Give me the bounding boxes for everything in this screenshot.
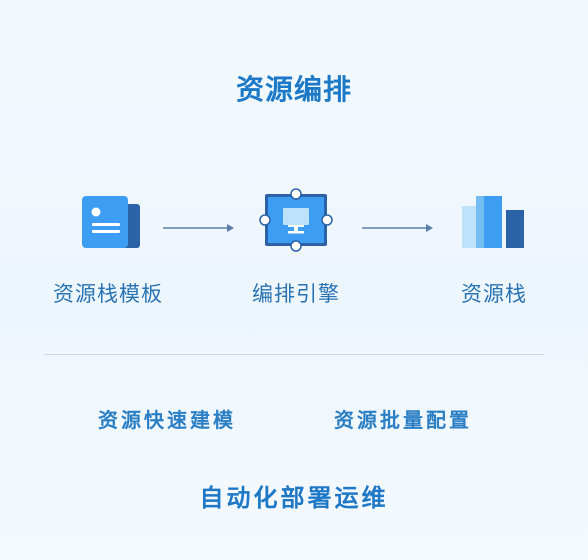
- node-label-template: 资源栈模板: [53, 282, 163, 306]
- feature-batch-config: 资源批量配置: [334, 408, 472, 432]
- node-label-stack: 资源栈: [461, 282, 527, 306]
- flow-arrow-2: [362, 224, 433, 232]
- node-label-engine: 编排引擎: [252, 282, 340, 306]
- bar-stack-icon: [462, 196, 524, 248]
- feature-rapid-modeling: 资源快速建模: [98, 408, 236, 432]
- section-divider: [44, 354, 544, 355]
- diagram-title: 资源编排: [235, 73, 352, 106]
- flow-arrow-1: [163, 224, 234, 232]
- feature-automated-ops: 自动化部署运维: [199, 484, 389, 512]
- monitor-engine-icon: [259, 188, 333, 252]
- template-document-icon: [82, 196, 140, 248]
